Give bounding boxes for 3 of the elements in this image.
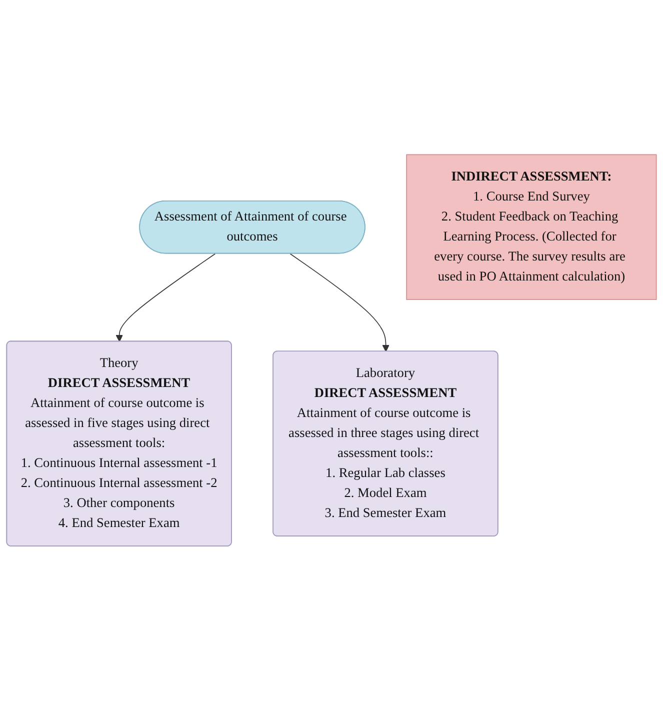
- node-box: INDIRECT ASSESSMENT: 1. Course End Survey 2. Student Feedback on Teaching Learning Process. (Collected for every course. The survey results are used in PO Attainment calculation): [406, 154, 657, 300]
- arrow: [116, 254, 216, 342]
- arrow: [290, 254, 390, 352]
